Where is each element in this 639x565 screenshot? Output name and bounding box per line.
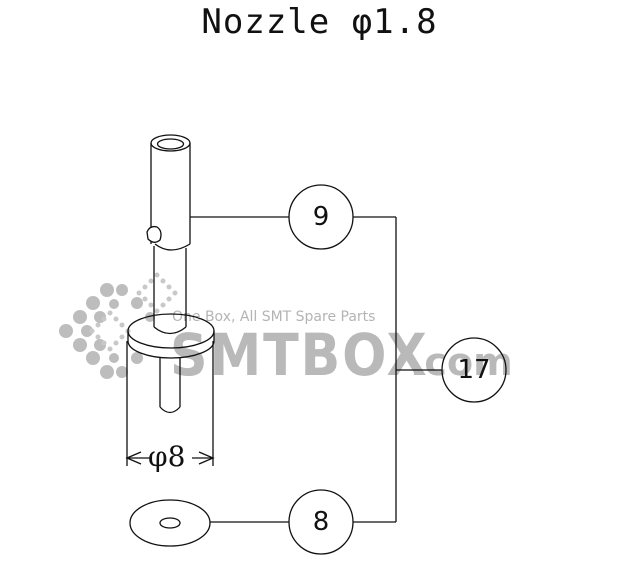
nozzle-tube <box>146 134 191 251</box>
callout-circle-17 <box>441 337 507 403</box>
callout-label-9: 9 <box>312 202 330 232</box>
watermark-domain-suffix: .com <box>410 340 513 384</box>
callout-label-17: 17 <box>457 355 491 385</box>
washer <box>129 499 211 547</box>
nozzle-flange <box>127 313 215 359</box>
diameter-dimension-label: φ8 <box>148 440 186 473</box>
diagram-title: Nozzle φ1.8 <box>201 2 438 42</box>
watermark-tagline: One Box, All SMT Spare Parts <box>172 309 376 325</box>
callout-circle-8 <box>288 489 354 555</box>
callout-label-8: 8 <box>312 507 330 537</box>
callout-circle-9 <box>288 184 354 250</box>
